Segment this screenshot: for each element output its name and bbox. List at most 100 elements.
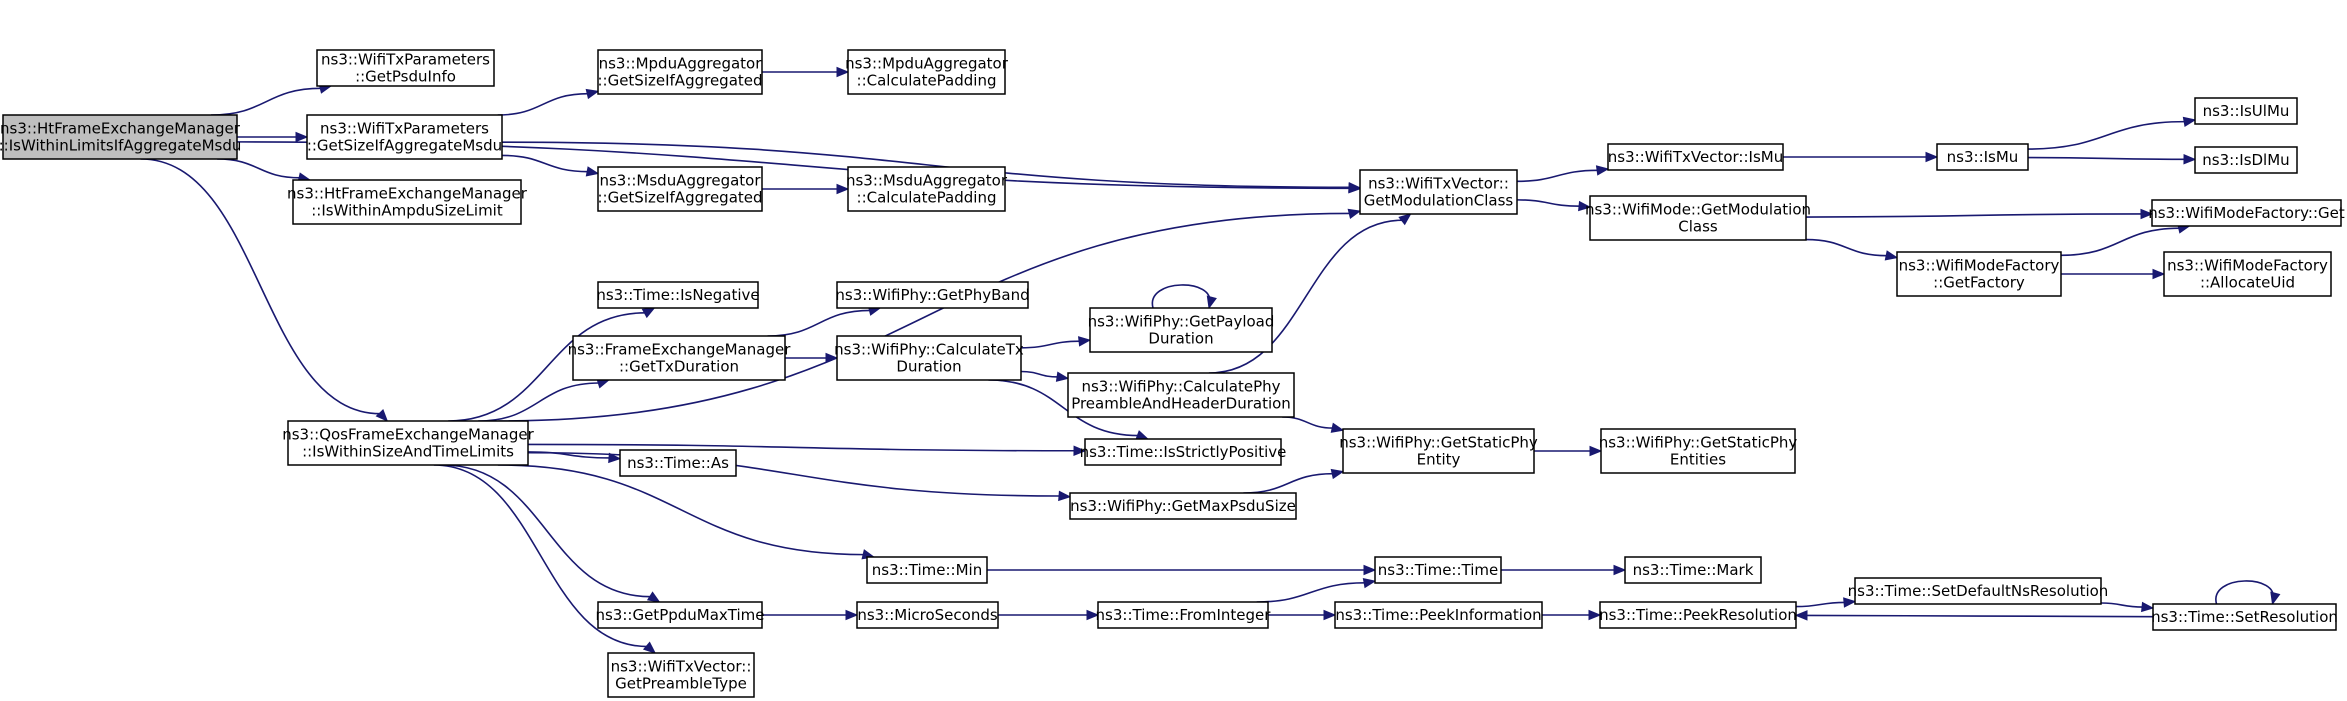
- node-msduGetSize[interactable]: ns3::MsduAggregator::GetSizeIfAggregated: [597, 166, 763, 212]
- node-box: [607, 652, 755, 698]
- node-label: ns3::WifiTxParameters: [321, 51, 490, 69]
- node-box: [1067, 372, 1295, 418]
- node-label: ns3::MpduAggregator: [599, 55, 763, 73]
- node-timeAs[interactable]: ns3::Time::As: [619, 449, 737, 477]
- call-edge: [442, 464, 661, 603]
- call-edge: [1795, 597, 1857, 608]
- node-isDlMu[interactable]: ns3::IsDlMu: [2194, 146, 2298, 174]
- node-label: ::IsWithinLimitsIfAggregateMsdu: [0, 137, 241, 155]
- node-micro[interactable]: ns3::MicroSeconds: [856, 601, 999, 629]
- node-box: [306, 114, 503, 160]
- node-factGetFactory[interactable]: ns3::WifiModeFactory::GetFactory: [1896, 251, 2062, 297]
- node-label: ns3::WifiPhy::GetMaxPsduSize: [1070, 497, 1296, 515]
- call-edge: [767, 305, 882, 337]
- node-isWithinAmpdu[interactable]: ns3::HtFrameExchangeManager::IsWithinAmp…: [287, 179, 528, 225]
- node-label: ::GetTxDuration: [619, 358, 739, 376]
- node-label: ns3::WifiModeFactory: [1899, 257, 2060, 275]
- node-qosIsWithin[interactable]: ns3::QosFrameExchangeManager::IsWithinSi…: [282, 420, 535, 466]
- node-modeGetMod[interactable]: ns3::WifiMode::GetModulationClass: [1585, 195, 1811, 241]
- node-box: [1089, 307, 1273, 353]
- node-getPpdu[interactable]: ns3::GetPpduMaxTime: [595, 601, 765, 629]
- node-label: ns3::WifiModeFactory: [2167, 257, 2328, 275]
- node-box: [1607, 143, 1784, 171]
- call-edge: [1243, 468, 1345, 494]
- call-edge: [1267, 609, 1337, 621]
- node-box: [847, 166, 1006, 212]
- node-timeMark[interactable]: ns3::Time::Mark: [1624, 556, 1762, 584]
- node-label: ns3::Time::FromInteger: [1096, 606, 1272, 624]
- call-edge: [217, 158, 312, 183]
- call-edge: [997, 609, 1100, 621]
- node-box: [1599, 601, 1797, 629]
- node-getPhyBand[interactable]: ns3::WifiPhy::GetPhyBand: [835, 281, 1030, 309]
- node-mpduPad[interactable]: ns3::MpduAggregator::CalculatePadding: [845, 49, 1009, 95]
- node-label: ns3::HtFrameExchangeManager: [0, 120, 241, 138]
- node-setDefault[interactable]: ns3::Time::SetDefaultNsResolution: [1848, 577, 2109, 605]
- node-factGet[interactable]: ns3::WifiModeFactory::Get: [2148, 199, 2345, 227]
- node-box: [856, 601, 999, 629]
- node-mpduGetSize[interactable]: ns3::MpduAggregator::GetSizeIfAggregated: [597, 49, 763, 95]
- node-label: ::GetSizeIfAggregated: [597, 189, 762, 207]
- call-edge: [1783, 151, 1939, 163]
- node-label: ::GetSizeIfAggregateMsdu: [307, 137, 502, 155]
- node-peekInfo[interactable]: ns3::Time::PeekInformation: [1334, 601, 1543, 629]
- node-peekRes[interactable]: ns3::Time::PeekResolution: [1599, 601, 1797, 629]
- call-edge: [1805, 208, 2154, 220]
- node-label: ns3::WifiPhy::GetStaticPhy: [1339, 434, 1538, 452]
- node-label: ::IsWithinSizeAndTimeLimits: [302, 443, 514, 461]
- node-box: [2163, 251, 2332, 297]
- node-getMaxPsdu[interactable]: ns3::WifiPhy::GetMaxPsduSize: [1069, 492, 1297, 520]
- node-label: ns3::WifiMode::GetModulation: [1585, 201, 1811, 219]
- node-label: ns3::Time::IsStrictlyPositive: [1080, 443, 1287, 461]
- call-nodes: ns3::HtFrameExchangeManager::IsWithinLim…: [0, 49, 2345, 698]
- node-box: [1374, 556, 1502, 584]
- node-fxmGetTx[interactable]: ns3::FrameExchangeManager::GetTxDuration: [568, 335, 792, 381]
- node-getPreamble[interactable]: ns3::WifiTxVector::GetPreambleType: [607, 652, 755, 698]
- node-timeMin[interactable]: ns3::Time::Min: [866, 556, 988, 584]
- node-calcPreamble[interactable]: ns3::WifiPhy::CalculatePhyPreambleAndHea…: [1067, 372, 1295, 418]
- node-label: ns3::Time::As: [627, 454, 729, 472]
- node-label: ns3::MsduAggregator: [846, 172, 1008, 190]
- node-label: ns3::Time::Mark: [1633, 561, 1754, 579]
- call-edge: [1020, 370, 1070, 382]
- node-getSizeIfAggMsdu[interactable]: ns3::WifiTxParameters::GetSizeIfAggregat…: [306, 114, 503, 160]
- node-msduPad[interactable]: ns3::MsduAggregator::CalculatePadding: [846, 166, 1008, 212]
- node-box: [1624, 556, 1762, 584]
- node-getPsduInfo[interactable]: ns3::WifiTxParameters::GetPsduInfo: [316, 49, 495, 87]
- node-label: PreambleAndHeaderDuration: [1071, 395, 1291, 413]
- node-getModClass[interactable]: ns3::WifiTxVector::GetModulationClass: [1359, 169, 1518, 215]
- call-edge: [1516, 165, 1610, 183]
- node-box: [836, 335, 1022, 381]
- node-fromInt[interactable]: ns3::Time::FromInteger: [1096, 601, 1272, 629]
- node-isStrictPos[interactable]: ns3::Time::IsStrictlyPositive: [1080, 438, 1287, 466]
- node-label: ns3::WifiTxVector::: [1368, 175, 1509, 193]
- node-timeIsNeg[interactable]: ns3::Time::IsNegative: [596, 281, 760, 309]
- node-isUlMu[interactable]: ns3::IsUlMu: [2194, 97, 2298, 125]
- node-box: [572, 335, 786, 381]
- node-box: [2194, 97, 2298, 125]
- node-label: ns3::FrameExchangeManager: [568, 341, 792, 359]
- call-edge: [497, 88, 600, 116]
- node-label: ns3::WifiTxVector::IsMu: [1608, 148, 1783, 166]
- node-setRes[interactable]: ns3::Time::SetResolution: [2151, 603, 2338, 631]
- call-edge: [785, 352, 839, 364]
- call-edge: [1501, 564, 1627, 576]
- node-allocUid[interactable]: ns3::WifiModeFactory::AllocateUid: [2163, 251, 2332, 297]
- node-box: [597, 49, 763, 95]
- node-box: [292, 179, 522, 225]
- node-box: [316, 49, 495, 87]
- node-isMuTx[interactable]: ns3::WifiTxVector::IsMu: [1607, 143, 1784, 171]
- node-label: ns3::WifiTxVector::: [611, 658, 752, 676]
- node-label: ns3::MpduAggregator: [845, 55, 1009, 73]
- node-box: [1936, 143, 2029, 171]
- node-isMu[interactable]: ns3::IsMu: [1936, 143, 2029, 171]
- node-box: [866, 556, 988, 584]
- node-root[interactable]: ns3::HtFrameExchangeManager::IsWithinLim…: [0, 114, 241, 160]
- call-edge: [762, 66, 850, 78]
- node-timeTime[interactable]: ns3::Time::Time: [1374, 556, 1502, 584]
- node-label: ns3::Time::SetDefaultNsResolution: [1848, 582, 2109, 600]
